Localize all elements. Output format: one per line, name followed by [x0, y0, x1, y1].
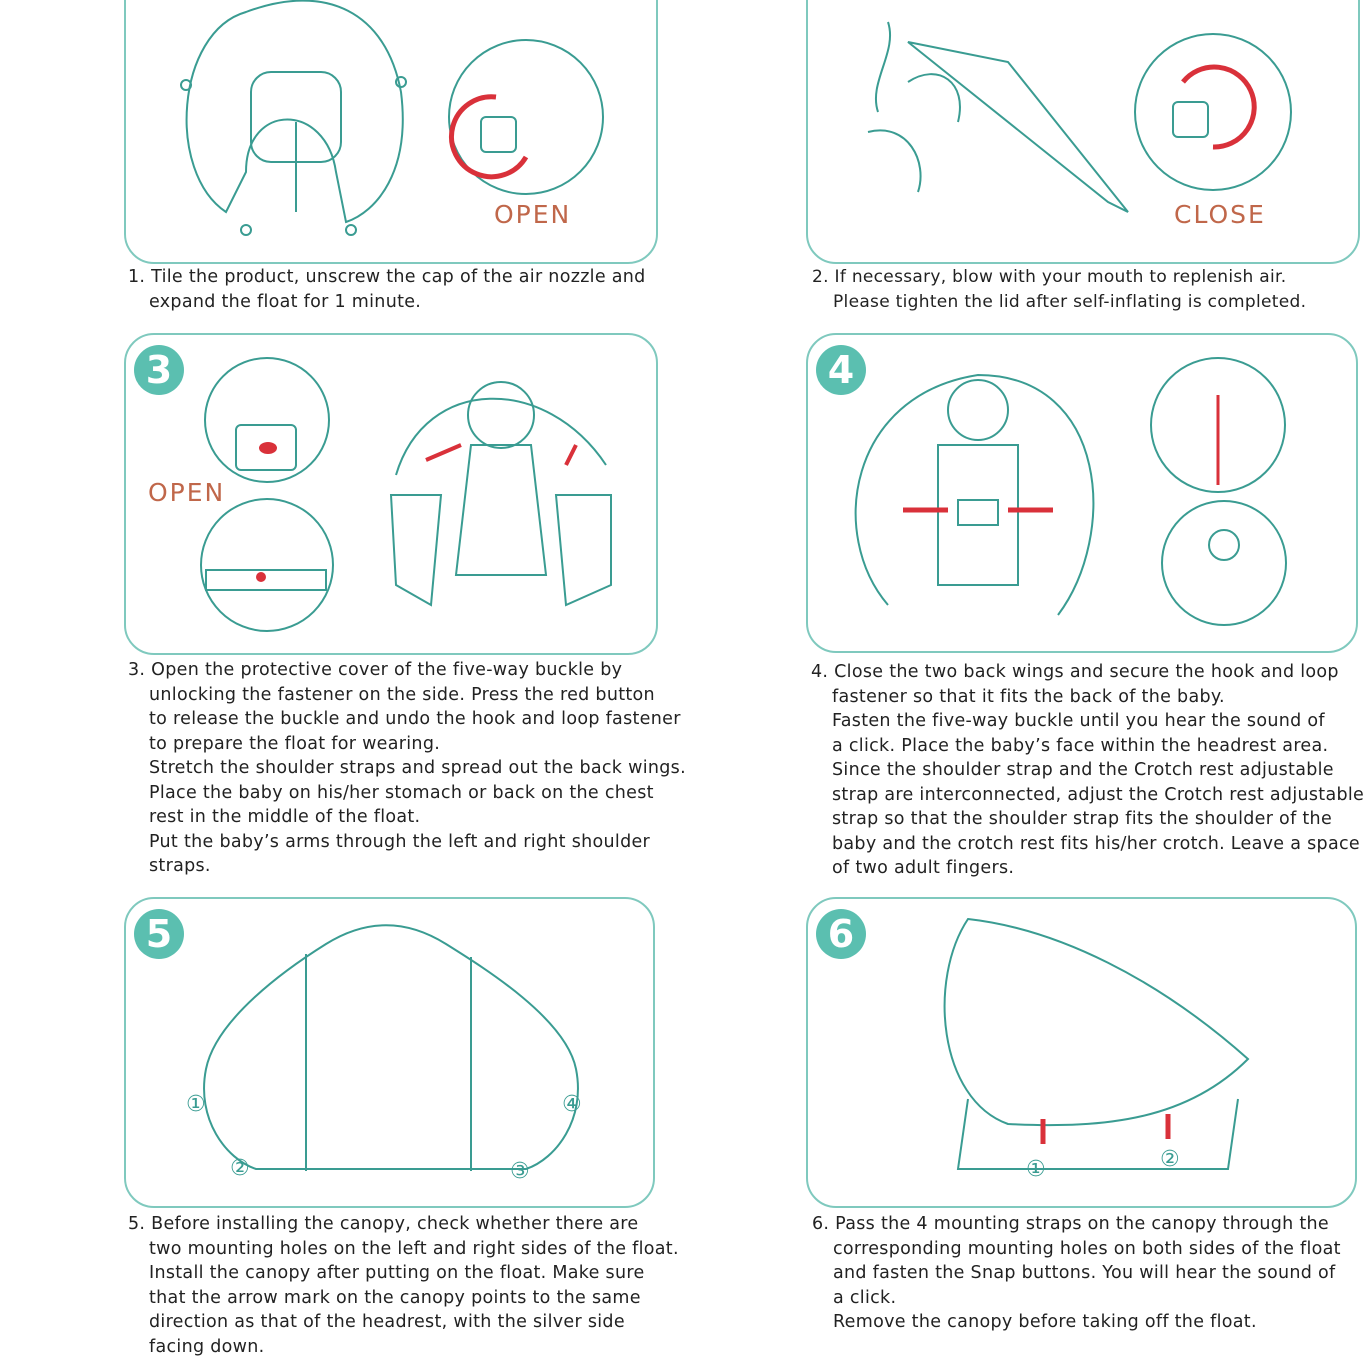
text-line: 2. If necessary, blow with your mouth to…: [812, 267, 1287, 287]
text-line: Stretch the shoulder straps and spread o…: [149, 758, 686, 778]
marker-1: ①: [186, 1092, 208, 1117]
step-3-description: 3. Open the protective cover of the five…: [128, 658, 686, 879]
text-line: a click.: [833, 1287, 897, 1308]
blow-air-illustration: [867, 21, 1292, 213]
text-line: strap so that the shoulder strap fits th…: [832, 809, 1333, 829]
step-5-badge: 5: [134, 909, 184, 959]
text-line: to release the buckle and undo the hook …: [149, 709, 681, 729]
marker-3: ③: [510, 1159, 532, 1184]
marker-2: ②: [230, 1156, 252, 1181]
text-line: Please tighten the lid after self-inflat…: [833, 291, 1307, 312]
text-line: baby and the crotch rest fits his/her cr…: [832, 833, 1360, 854]
text-line: straps.: [149, 856, 211, 876]
text-line: fastener so that it fits the back of the…: [832, 686, 1225, 707]
canopy-installed-illustration: [943, 917, 1250, 1170]
step-6-illustration: 6 ① ②: [806, 897, 1357, 1208]
marker-1: ①: [1026, 1157, 1048, 1182]
step-5-description: 5. Before installing the canopy, check w…: [128, 1212, 679, 1359]
text-line: of two adult fingers.: [832, 858, 1015, 878]
step-6-badge: 6: [816, 909, 866, 959]
text-line: Since the shoulder strap and the Crotch …: [832, 760, 1334, 780]
marker-4: ④: [562, 1092, 584, 1117]
fastened-float-illustration: [854, 357, 1287, 626]
step-3-illustration: 3 OPEN: [124, 333, 658, 655]
text-line: 3. Open the protective cover of the five…: [128, 660, 623, 680]
step-3-badge: 3: [134, 345, 184, 395]
text-line: corresponding mounting holes on both sid…: [833, 1238, 1341, 1259]
close-label: CLOSE: [1174, 200, 1266, 229]
step-6-description: 6. Pass the 4 mounting straps on the can…: [812, 1212, 1341, 1335]
float-top-view-illustration: [180, 0, 604, 236]
text-line: rest in the middle of the float.: [149, 807, 421, 827]
open-label: OPEN: [148, 478, 226, 507]
step-1-description: 1. Tile the product, unscrew the cap of …: [128, 265, 646, 314]
text-line: Place the baby on his/her stomach or bac…: [149, 782, 654, 803]
text-line: and fasten the Snap buttons. You will he…: [833, 1263, 1336, 1283]
text-line: expand the float for 1 minute.: [149, 291, 422, 312]
step-4-badge: 4: [816, 345, 866, 395]
step-1-illustration: OPEN: [124, 0, 658, 264]
step-2-illustration: CLOSE: [806, 0, 1360, 264]
canopy-flat-illustration: [203, 924, 579, 1171]
marker-2: ②: [1160, 1147, 1182, 1172]
text-line: to prepare the float for wearing.: [149, 733, 441, 754]
text-line: two mounting holes on the left and right…: [149, 1238, 679, 1259]
text-line: strap are interconnected, adjust the Cro…: [832, 784, 1363, 805]
text-line: unlocking the fastener on the side. Pres…: [149, 684, 655, 705]
text-line: that the arrow mark on the canopy points…: [149, 1287, 641, 1308]
open-label: OPEN: [494, 200, 572, 229]
text-line: direction as that of the headrest, with …: [149, 1312, 625, 1332]
text-line: 4. Close the two back wings and secure t…: [811, 662, 1339, 682]
text-line: 5. Before installing the canopy, check w…: [128, 1214, 639, 1234]
text-line: facing down.: [149, 1336, 265, 1357]
step-2-description: 2. If necessary, blow with your mouth to…: [812, 265, 1306, 314]
step-4-illustration: 4: [806, 333, 1358, 653]
step-5-illustration: 5 ① ② ③ ④: [124, 897, 655, 1208]
text-line: a click. Place the baby’s face within th…: [832, 735, 1329, 756]
text-line: 6. Pass the 4 mounting straps on the can…: [812, 1214, 1329, 1234]
text-line: Fasten the five-way buckle until you hea…: [832, 711, 1325, 731]
step-4-description: 4. Close the two back wings and secure t…: [811, 660, 1363, 881]
text-line: Remove the canopy before taking off the …: [833, 1312, 1257, 1332]
text-line: Install the canopy after putting on the …: [149, 1263, 645, 1283]
text-line: Put the baby’s arms through the left and…: [149, 831, 651, 852]
buckle-and-baby-illustration: [200, 357, 612, 632]
text-line: 1. Tile the product, unscrew the cap of …: [128, 267, 646, 287]
